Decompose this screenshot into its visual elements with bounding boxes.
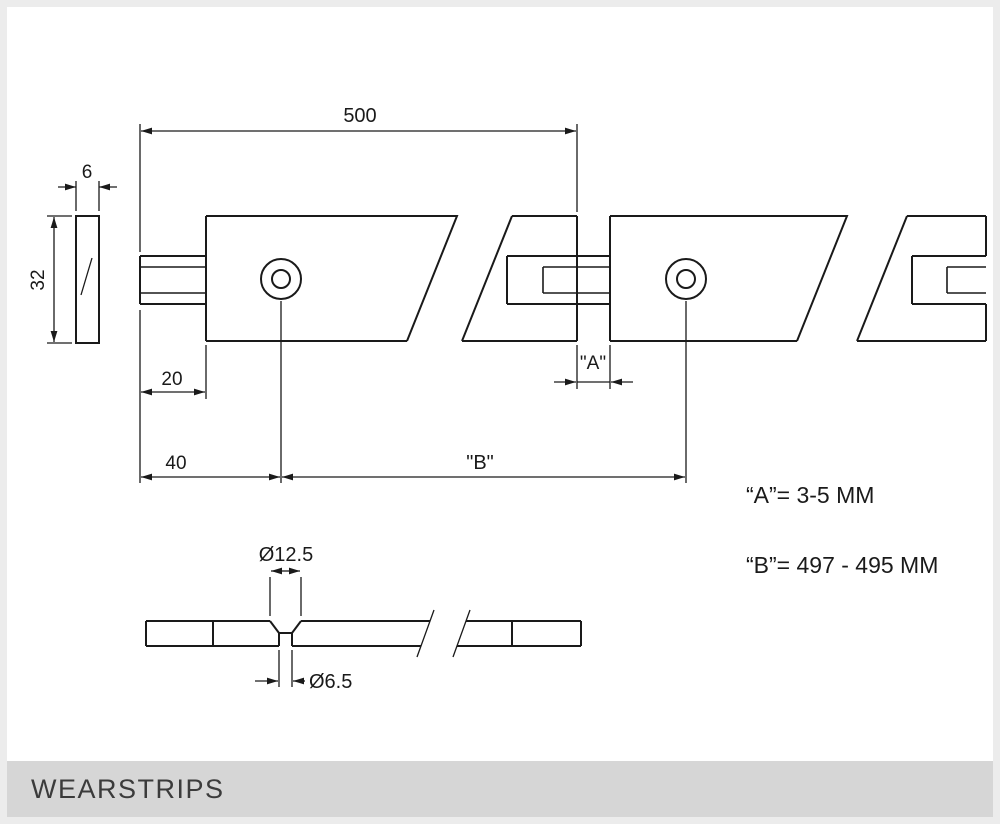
- strip-segment-2: [609, 215, 849, 342]
- dimension-height-32: 32: [28, 215, 72, 344]
- dim-20-label: 20: [161, 369, 182, 390]
- end-view: [75, 215, 100, 344]
- note-a: “A”= 3-5 MM: [746, 482, 874, 508]
- dimension-40-b: 40 "B": [141, 301, 687, 483]
- dimension-thickness-6: 6: [58, 162, 117, 211]
- strip-segment-1: [139, 215, 578, 342]
- dim-dia-top-label: Ø12.5: [259, 544, 313, 566]
- note-b: “B”= 497 - 495 MM: [746, 552, 938, 578]
- dimension-20: 20: [139, 310, 207, 483]
- break-lines: [416, 609, 471, 658]
- fastener-hole-outer: [665, 258, 707, 300]
- page-title: WEARSTRIPS: [31, 773, 225, 804]
- notes: “A”= 3-5 MM “B”= 497 - 495 MM: [746, 482, 938, 578]
- technical-drawing: 6 32: [28, 105, 987, 693]
- fastener-hole-inner: [676, 269, 696, 289]
- dim-dia-bottom-label: Ø6.5: [309, 671, 352, 693]
- dim-6-label: 6: [82, 162, 93, 183]
- dim-500-label: 500: [343, 105, 376, 127]
- dimension-500: 500: [139, 105, 578, 252]
- side-view: [145, 609, 582, 658]
- dimension-gap-a: "A": [554, 345, 633, 389]
- dim-32-label: 32: [28, 269, 49, 290]
- dimension-dia-12-5: Ø12.5: [259, 544, 313, 616]
- dimension-dia-6-5: Ø6.5: [255, 650, 352, 693]
- joint-tab: [506, 255, 610, 305]
- dim-40-label: 40: [165, 453, 186, 474]
- footer-bar: WEARSTRIPS: [7, 761, 993, 817]
- dim-a-label: "A": [580, 353, 606, 374]
- strip-segment-3: [856, 215, 987, 342]
- fastener-hole-inner: [271, 269, 291, 289]
- dim-b-label: "B": [466, 452, 494, 474]
- fastener-hole-outer: [260, 258, 302, 300]
